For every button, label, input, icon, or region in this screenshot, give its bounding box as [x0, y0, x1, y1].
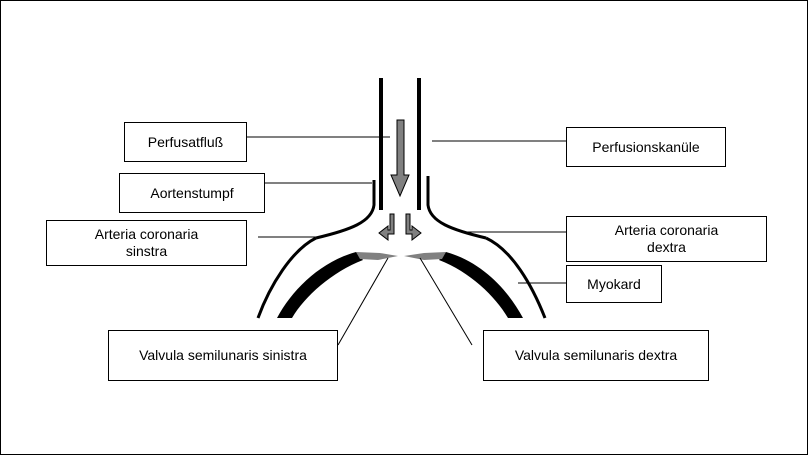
label-valvula-semilunaris-sinistra: Valvula semilunaris sinistra — [108, 330, 338, 381]
flow-arrow-left — [379, 214, 394, 240]
leader-valvula-sinistra — [338, 258, 388, 345]
flow-arrow-right — [406, 214, 421, 240]
label-arteria-coronaria-dextra: Arteria coronaria dextra — [566, 216, 767, 262]
label-perfusionskanuele: Perfusionskanüle — [566, 127, 726, 167]
myocardium-right — [439, 252, 523, 318]
valve-cusp-left — [356, 252, 398, 260]
aortic-stump-right-wall — [428, 176, 486, 238]
label-myokard: Myokard — [566, 265, 662, 303]
label-arteria-coronaria-sinistra: Arteria coronaria sinstra — [46, 220, 247, 266]
label-valvula-semilunaris-dextra: Valvula semilunaris dextra — [483, 330, 709, 381]
flow-arrow-down — [391, 120, 409, 196]
aortic-stump-left-wall — [316, 180, 374, 238]
label-aortenstumpf: Aortenstumpf — [119, 173, 265, 213]
valve-cusp-right — [404, 252, 446, 260]
label-perfusatfluss: Perfusatfluß — [124, 122, 247, 162]
